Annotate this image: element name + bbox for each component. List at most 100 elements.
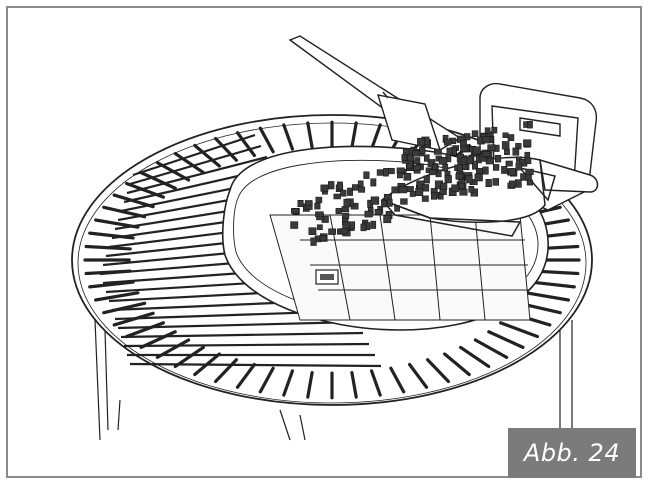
pellet (459, 188, 468, 196)
pellet (472, 146, 481, 155)
pellet (413, 164, 421, 171)
pellet (304, 200, 313, 207)
pellet (502, 132, 509, 139)
pellet (457, 164, 463, 172)
pellet (340, 189, 347, 197)
pellet (343, 198, 351, 208)
pellet (474, 173, 483, 182)
wood-pellets (290, 120, 534, 246)
pellet (297, 199, 304, 208)
pellet (423, 175, 430, 184)
pellet (504, 148, 510, 155)
pellet (443, 139, 452, 146)
grate-slot (235, 131, 256, 158)
grate-slot (524, 291, 570, 302)
grate-slot (88, 280, 135, 289)
pellet (487, 144, 496, 151)
grate-slot (258, 126, 275, 154)
pellet (419, 146, 426, 154)
pellet (515, 179, 522, 188)
pellet (485, 179, 492, 188)
pellet (491, 126, 498, 134)
pellet (475, 167, 483, 174)
grate-slot (139, 171, 177, 190)
pellet (340, 228, 348, 234)
figure-caption: Abb. 24 (523, 439, 621, 467)
pellet (364, 210, 373, 218)
pellet (431, 191, 438, 200)
grate-slot (350, 370, 358, 399)
pellet (421, 184, 430, 192)
pellet (320, 184, 329, 192)
pellet (440, 182, 448, 190)
pellet (342, 212, 350, 219)
pellet (315, 196, 323, 204)
pellet (290, 221, 299, 229)
pellet (291, 208, 299, 214)
pellet (471, 130, 479, 137)
pellet (438, 157, 448, 165)
grate-slot (235, 362, 256, 389)
pellet (308, 227, 317, 235)
pellet (523, 139, 532, 147)
pellet (515, 162, 523, 171)
grate-slot (125, 321, 165, 339)
pellet (472, 162, 478, 170)
pellet (525, 174, 532, 181)
pellet (328, 181, 335, 190)
grate-slot (443, 352, 471, 377)
grate-bar (123, 342, 370, 348)
pellet (376, 169, 384, 176)
grate-slot (529, 280, 576, 289)
pellet (400, 198, 408, 205)
pellet (370, 196, 380, 205)
grate-slot (102, 205, 147, 219)
grate-slot (408, 362, 429, 389)
grate-slot (473, 338, 509, 360)
sensor-detail (320, 274, 334, 280)
pellet (482, 151, 491, 157)
pellet (335, 208, 342, 215)
grate-slot (369, 123, 382, 151)
pellet (337, 181, 343, 190)
pellet (508, 168, 516, 176)
pellet (526, 179, 534, 186)
pellet (431, 163, 438, 170)
grate-slot (389, 366, 406, 394)
pellet (501, 166, 508, 174)
pellet (484, 127, 491, 134)
pellet (527, 120, 533, 129)
pellet (492, 178, 500, 186)
pellet (494, 154, 502, 163)
pellet (434, 148, 442, 155)
grate-slot (282, 123, 295, 151)
pellet (401, 154, 408, 161)
pellet (348, 221, 356, 229)
grate-bar (120, 331, 364, 339)
pellet (507, 134, 515, 142)
pellet (446, 147, 453, 154)
pellet (423, 154, 430, 162)
pellet (492, 164, 500, 171)
pellet (458, 182, 466, 189)
grate-bar (129, 144, 262, 186)
pellet (501, 141, 510, 150)
grate-bar (132, 133, 256, 177)
pellet (370, 178, 377, 187)
pellet (429, 169, 437, 176)
pellet (396, 172, 403, 179)
pellet (316, 224, 323, 231)
pellet (412, 150, 421, 157)
pellet (341, 206, 350, 213)
grate-slot (282, 369, 295, 397)
grate-slot (306, 121, 314, 150)
pellet (465, 175, 473, 184)
grate-slot (102, 301, 147, 315)
pellet (383, 168, 389, 177)
pellet (442, 163, 449, 172)
grate-slot (213, 136, 239, 162)
grate-slot (173, 151, 205, 175)
pellet (360, 223, 367, 232)
grate-slot (94, 291, 140, 302)
